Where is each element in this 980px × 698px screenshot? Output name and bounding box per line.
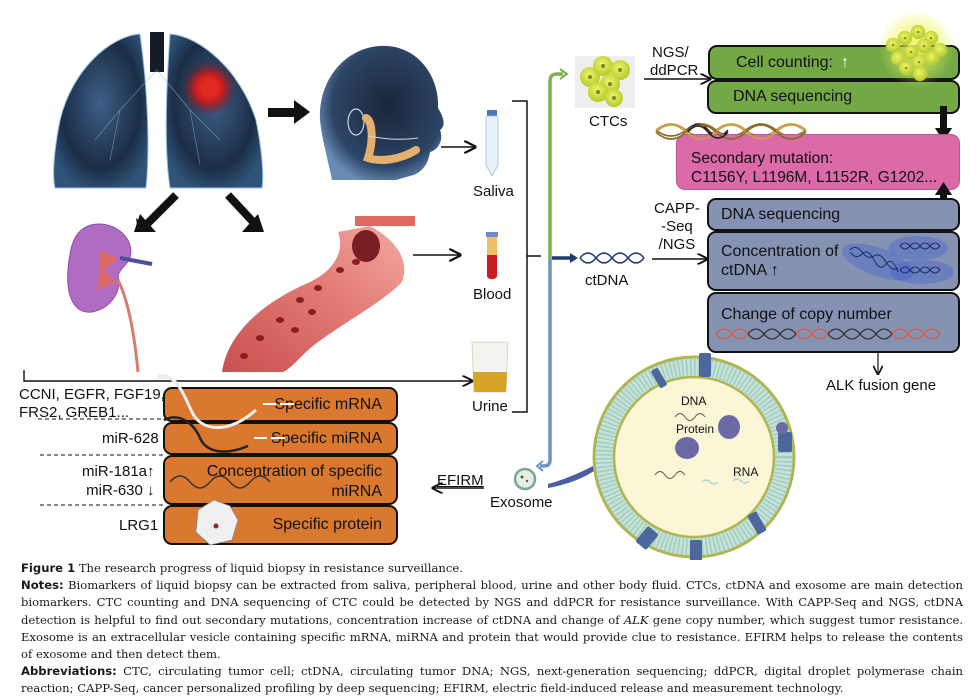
fluid-label-urine: Urine [472,398,508,415]
copy-number-label: Change of copy number [721,306,892,323]
protein-marker: LRG1 [119,517,159,534]
lung-to-kidney-arrow [134,192,179,232]
specific-mirna-label: Specific miRNA [270,429,382,447]
ctdna-method-line1: CAPP- [654,200,700,217]
mirna-concentration-markers: miR-181a↑ miR-630 ↓ [82,462,155,500]
secondary-mutation-list: C1156Y, L1196M, L1152R, G1202... [691,169,938,186]
ctc-method-line1: NGS/ [652,44,689,61]
notes-text-part1: Biomarkers of liquid biopsy can be extra… [21,578,963,627]
mrna-markers: CCNI, EGFR, FGF19, FRS2, GREB1... [19,386,165,422]
ctdna-method-label: CAPP- -Seq /NGS [654,200,700,254]
caption-title: Figure 1 The research progress of liquid… [21,560,963,577]
exosome-protein-label: Protein [676,422,715,436]
biomarker-label-ctcs: CTCs [589,113,628,130]
ctc-cell-counting-box: Cell counting: ↑ [708,45,960,80]
figure-caption: Figure 1 The research progress of liquid… [21,560,963,698]
caption-abbreviations: Abbreviations: CTC, circulating tumor ce… [21,663,963,697]
fluid-label-blood: Blood [473,286,512,303]
biomarker-label-exosome: Exosome [490,494,553,511]
abbreviations-label: Abbreviations: [21,664,117,679]
caption-notes: Notes: Biomarkers of liquid biopsy can b… [21,577,963,663]
figure-illustration [23,10,957,560]
head-illustration [319,45,444,180]
mir-630-label: miR-630 ↓ [86,482,155,499]
figure-title: The research progress of liquid biopsy i… [75,561,463,575]
concentration-label-line2: ctDNA ↑ [721,262,779,279]
mrna-markers-line1: CCNI, EGFR, FGF19, [19,386,165,403]
notes-italic-gene: ALK [623,612,649,627]
mirna-concentration-line1: Concentration of specific [206,463,382,480]
specific-mrna-label: Specific mRNA [274,395,382,413]
vessel-illustration [222,216,415,372]
specific-protein-label: Specific protein [272,516,382,533]
abbreviations-text: CTC, circulating tumor cell; ctDNA, circ… [21,664,963,696]
efirm-label: EFIRM [437,472,484,489]
mirna-marker: miR-628 [102,430,159,447]
exosome-diagram [592,353,796,560]
blood-tube-icon [486,232,498,279]
increase-arrow-icon: ↑ [840,53,849,71]
specific-protein-box: Specific protein [163,505,398,545]
mirna-concentration-line2: miRNA [331,483,382,500]
ctc-method-label: NGS/ ddPCR [650,44,698,80]
ctc-method-line2: ddPCR [650,62,699,79]
ctdna-concentration-box: Concentration of ctDNA ↑ [707,231,960,291]
exosome-rna-label: RNA [733,465,759,479]
lung-to-vessel-arrow [225,192,264,232]
lung-illustration [50,32,264,190]
exosome-zoom-arrow [548,454,612,488]
fluids-bracket [512,100,541,413]
kidney-to-urine-connector [23,370,472,381]
biomarker-label-ctdna: ctDNA [585,272,629,289]
concentration-label-line1: Concentration of [721,243,839,260]
secondary-mutation-title: Secondary mutation: [691,150,834,167]
ctdna-dna-sequencing-box: DNA sequencing [707,198,960,231]
ctc-dna-sequencing-box: DNA sequencing [707,80,960,114]
specific-mrna-box: Specific mRNA [163,387,398,422]
ctdna-method-line2: -Seq [661,218,693,235]
saliva-tube-icon [485,110,499,177]
ctdna-helix-icon [579,252,645,264]
mirna-concentration-box: Concentration of specific miRNA [163,455,398,505]
fluid-label-saliva: Saliva [473,183,514,200]
dna-sequencing-label: DNA sequencing [721,205,841,223]
lung-to-head-arrow [268,100,310,124]
notes-label: Notes: [21,578,64,593]
figure-label: Figure 1 [21,561,76,575]
mrna-markers-line2: FRS2, GREB1... [19,404,130,421]
secondary-mutation-box: Secondary mutation: C1156Y, L1196M, L115… [676,134,960,190]
biomarker-distributor [535,68,578,472]
specific-mirna-box: Specific miRNA [163,422,398,455]
notes-text-part2: gene copy number, which suggest tumor re… [21,612,963,662]
kidney-illustration [67,223,153,373]
cell-counting-label: Cell counting: [736,53,833,71]
urine-cup-icon [471,341,509,393]
ctdna-copy-number-box: Change of copy number [707,292,960,353]
dna-sequencing-label: DNA sequencing [733,88,853,105]
exosome-dna-label: DNA [681,394,707,408]
alk-fusion-gene-label: ALK fusion gene [826,377,937,394]
ctc-cells-icon [575,56,635,108]
mir-181a-label: miR-181a↑ [82,463,155,480]
ctdna-method-line3: /NGS [658,236,696,253]
exosome-small-icon [513,467,537,491]
